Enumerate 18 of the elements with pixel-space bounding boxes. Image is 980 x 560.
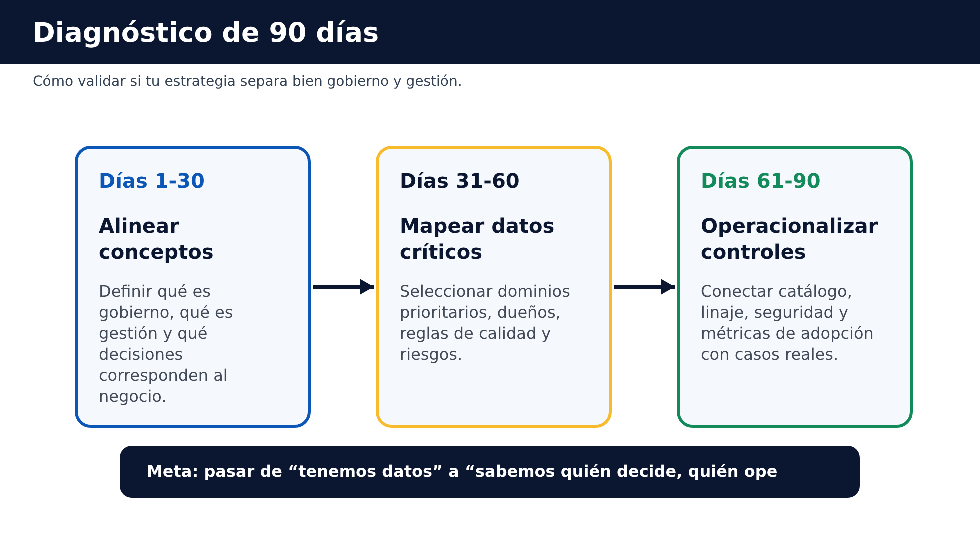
- phase-card: [376, 146, 612, 428]
- phase-period: Días 1-30: [99, 169, 206, 193]
- phase-description: Definir qué es gobierno, qué es gestión y qué decisiones corresponden al negocio.: [99, 281, 234, 407]
- phase-title: Operacionalizar controles: [701, 213, 880, 265]
- goal-banner: [120, 446, 860, 498]
- phase-period: Días 61-90: [701, 169, 822, 193]
- phase-title: Alinear conceptos: [99, 213, 215, 265]
- phase-description: Conectar catálogo, linaje, seguridad y métricas de adopción con casos reales.: [701, 281, 875, 365]
- phase-description: Seleccionar dominios prioritarios, dueños, reglas de calidad y riesgos.: [400, 281, 572, 365]
- page-title: Diagnóstico de 90 días: [33, 18, 380, 50]
- phase-period: Días 31-60: [400, 169, 521, 193]
- goal-text: Meta: pasar de “tenemos datos” a “sabemos quién decide, quién ope: [147, 462, 778, 482]
- phase-card: [677, 146, 913, 428]
- phase-card: [75, 146, 311, 428]
- arrow: [313, 279, 374, 295]
- subtitle: Cómo validar si tu estrategia separa bien gobierno y gestión.: [33, 73, 462, 92]
- phase-title: Mapear datos críticos: [400, 213, 556, 265]
- arrow: [614, 279, 675, 295]
